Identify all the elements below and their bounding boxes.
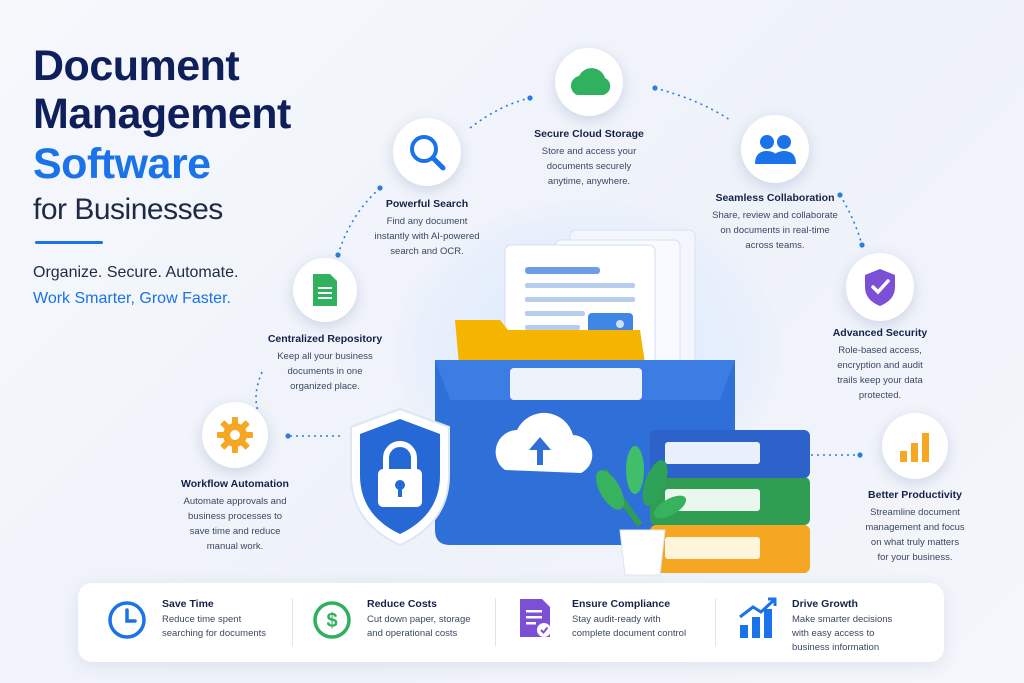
desc-line: Make smarter decisions <box>792 614 893 625</box>
desc-line: Reduce time spent <box>162 614 242 625</box>
document-folder-illustration <box>435 229 810 576</box>
gear-icon <box>217 417 253 453</box>
growth-chart-icon <box>739 597 777 638</box>
feature-desc-productivity: Streamline document management and focus… <box>840 505 990 565</box>
benefit-title: Reduce Costs <box>367 598 438 610</box>
cloud-icon <box>570 68 611 95</box>
desc-line: and operational costs <box>367 628 458 639</box>
desc-line: searching for documents <box>162 628 267 639</box>
magnifier-icon <box>410 135 446 171</box>
repository-badge <box>293 258 357 322</box>
desc-line: Share, review and collaborate <box>712 210 838 221</box>
title-line-2: Management <box>33 90 291 138</box>
feature-title-collab: Seamless Collaboration <box>715 192 835 204</box>
desc-line: for your business. <box>877 552 953 563</box>
feature-title-search: Powerful Search <box>385 198 469 210</box>
workflow-badge <box>202 402 268 468</box>
feature-desc-repo: Keep all your business documents in one … <box>250 349 400 394</box>
binder-stack <box>650 430 810 573</box>
desc-line: Cut down paper, storage <box>367 614 471 625</box>
desc-line: business processes to <box>188 511 282 522</box>
desc-line: on what truly matters <box>870 537 960 548</box>
feature-title-cloud: Secure Cloud Storage <box>534 128 644 140</box>
spreadsheet-icon <box>313 274 337 306</box>
compliance-doc-icon <box>520 599 551 637</box>
users-icon <box>755 135 796 164</box>
desc-line: Keep all your business <box>277 351 373 362</box>
benefit-title: Save Time <box>162 598 214 610</box>
svg-text:$: $ <box>326 610 337 632</box>
desc-line: documents in one <box>287 366 363 377</box>
divider <box>715 598 716 646</box>
desc-line: Role-based access, <box>838 345 922 356</box>
desc-line: manual work. <box>206 541 264 552</box>
feature-title-security: Advanced Security <box>832 327 928 339</box>
desc-line: anytime, anywhere. <box>547 176 631 187</box>
cloud-storage-badge <box>555 48 623 116</box>
security-badge <box>846 253 914 321</box>
benefit-desc: Reduce time spent searching for document… <box>162 613 287 641</box>
feature-desc-security: Role-based access, encryption and audit … <box>808 343 952 403</box>
benefit-title: Drive Growth <box>792 598 858 610</box>
desc-line: Stay audit-ready with <box>572 614 661 625</box>
feature-desc-workflow: Automate approvals and business processe… <box>160 494 310 554</box>
desc-line: instantly with AI-powered <box>374 231 480 242</box>
divider <box>292 598 293 646</box>
benefits-panel <box>78 583 944 662</box>
cloud-upload-icon <box>495 412 593 473</box>
benefit-desc: Stay audit-ready with complete document … <box>572 613 707 641</box>
desc-line: Store and access your <box>541 146 637 157</box>
title-line-1: Document <box>33 42 240 90</box>
benefit-title: Ensure Compliance <box>572 598 671 610</box>
desc-line: on documents in real-time <box>720 225 830 236</box>
title-line-4: for Businesses <box>33 193 223 226</box>
title-underline <box>35 241 103 244</box>
desc-line: organized place. <box>290 381 360 392</box>
feature-title-repo: Centralized Repository <box>267 333 383 345</box>
desc-line: Streamline document <box>870 507 960 518</box>
feature-title-productivity: Better Productivity <box>868 489 962 501</box>
desc-line: with easy access to <box>792 628 875 639</box>
clock-icon <box>108 601 146 639</box>
feature-desc-search: Find any document instantly with AI-powe… <box>352 214 502 259</box>
feature-desc-cloud: Store and access your documents securely… <box>510 144 668 189</box>
desc-line: save time and reduce <box>189 526 281 537</box>
lock-shield-icon <box>350 407 450 547</box>
desc-line: documents securely <box>546 161 632 172</box>
title-line-3: Software <box>33 140 211 188</box>
desc-line: search and OCR. <box>390 246 464 257</box>
feature-title-workflow: Workflow Automation <box>181 478 289 490</box>
tagline-secondary: Work Smarter, Grow Faster. <box>33 290 231 307</box>
desc-line: across teams. <box>745 240 805 251</box>
desc-line: management and focus <box>865 522 965 533</box>
divider <box>495 598 496 646</box>
shield-check-icon <box>865 269 895 306</box>
desc-line: business information <box>792 642 880 653</box>
desc-line: protected. <box>858 390 902 401</box>
desc-line: encryption and audit <box>837 360 923 371</box>
benefit-desc: Make smarter decisions with easy access … <box>792 613 932 655</box>
collaboration-badge <box>741 115 809 183</box>
tagline-primary: Organize. Secure. Automate. <box>33 264 239 281</box>
desc-line: trails keep your data <box>837 375 923 386</box>
benefit-desc: Cut down paper, storage and operational … <box>367 613 492 641</box>
dollar-icon: $ <box>313 601 351 639</box>
search-badge <box>393 118 461 186</box>
desc-line: Find any document <box>386 216 468 227</box>
productivity-badge <box>882 413 948 479</box>
desc-line: Automate approvals and <box>183 496 287 507</box>
bar-chart-icon <box>900 433 929 462</box>
feature-desc-collab: Share, review and collaborate on documen… <box>695 208 855 253</box>
plant-decoration <box>596 446 687 576</box>
desc-line: complete document control <box>572 628 687 639</box>
